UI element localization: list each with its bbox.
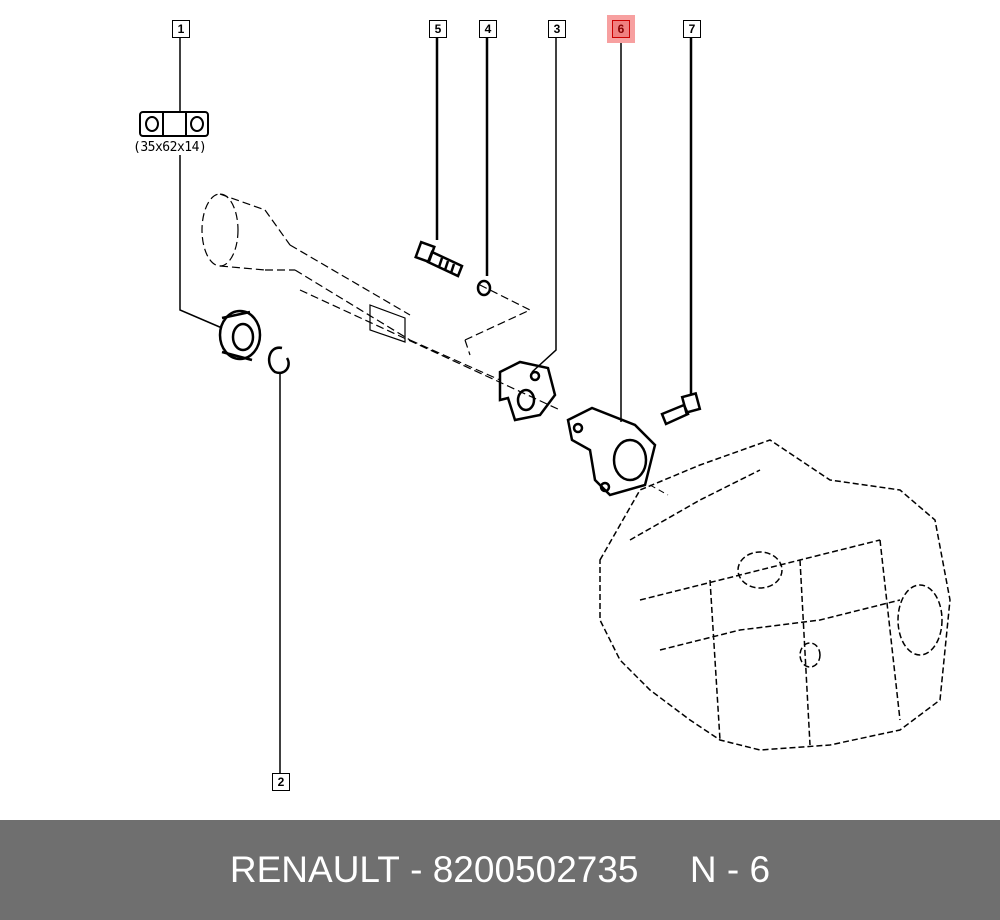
callout-2[interactable]: 2 — [272, 773, 290, 791]
bolt-part-7 — [660, 391, 702, 426]
circlip-part-2 — [267, 346, 290, 375]
footer-position: N - 6 — [689, 849, 771, 890]
callout-4[interactable]: 4 — [479, 20, 497, 38]
exploded-view-drawing — [139, 37, 951, 773]
bearing-dimensions-label: (35x62x14) — [133, 140, 207, 155]
footer-separator: - — [399, 849, 433, 890]
bearing-support-part-6 — [566, 406, 657, 497]
bearing-part-1 — [218, 309, 262, 362]
footer-bar: RENAULT - 8200502735 N - 6 — [0, 820, 1000, 920]
driveshaft — [201, 193, 561, 411]
footer-part-number: 8200502735 — [432, 849, 639, 890]
gearbox-housing — [599, 439, 951, 751]
callout-7[interactable]: 7 — [683, 20, 701, 38]
callout-1[interactable]: 1 — [172, 20, 190, 38]
leader-lines — [179, 37, 693, 773]
callout-6-highlighted[interactable]: 6 — [607, 15, 635, 43]
callout-3[interactable]: 3 — [548, 20, 566, 38]
bearing-symbol-icon — [139, 111, 209, 137]
washer-part-4 — [476, 279, 492, 297]
fork-part-3 — [498, 360, 557, 422]
footer-brand: RENAULT — [229, 849, 400, 890]
bolt-part-5 — [414, 240, 464, 278]
shaft-splines — [369, 304, 406, 343]
callout-5[interactable]: 5 — [429, 20, 447, 38]
